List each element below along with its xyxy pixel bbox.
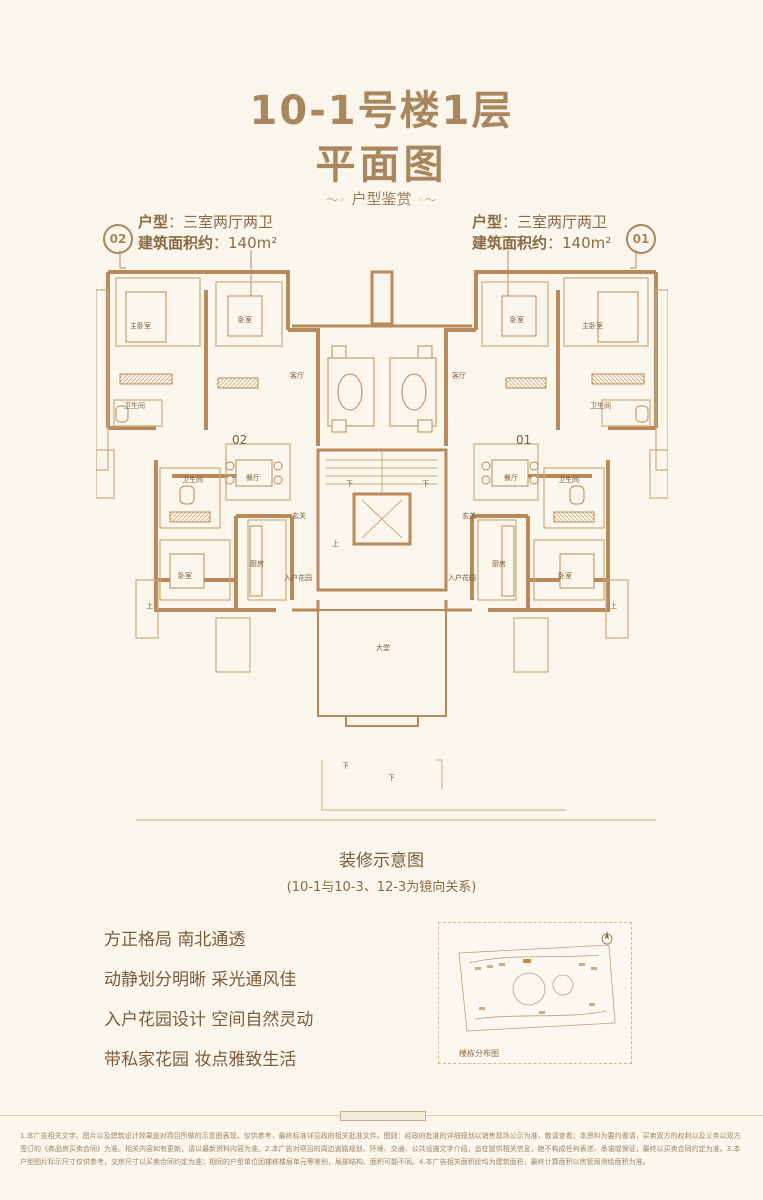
unit-type-label: 户型	[138, 213, 169, 231]
unit-info-left: 户型：三室两厅两卫 建筑面积约：140m²	[138, 212, 277, 254]
stair-down-label-2: 下	[346, 480, 353, 488]
room-dining-right: 餐厅	[504, 473, 518, 482]
page-title-line1: 10-1号楼1层	[249, 88, 514, 134]
subtitle: 〜◦ 户型鉴赏 ◦〜	[0, 188, 763, 209]
room-living-right: 客厅	[452, 371, 466, 380]
unit-info-right: 户型：三室两厅两卫 建筑面积约：140m²	[472, 212, 611, 254]
unit-area-value: ：140m²	[213, 234, 278, 252]
garden-up-left: 上	[146, 601, 153, 610]
site-map-drawing	[458, 944, 616, 1032]
floor-plan: 主卧室 卧室 客厅 卫生间 卫生间 餐厅 厨房 卧室 玄关 入户花园 主卧室 卧…	[96, 250, 668, 821]
room-master-bedroom-left: 主卧室	[130, 321, 151, 330]
unit-area-value: ：140m²	[547, 234, 612, 252]
feature-item: 动静划分明晰 采光通风佳	[104, 970, 297, 990]
unit-number-right: 01	[516, 433, 531, 447]
room-lobby: 大堂	[376, 643, 390, 652]
room-bedroom-left-2: 卧室	[178, 571, 192, 580]
lobby-walls	[317, 609, 447, 727]
north-arrow-icon	[601, 931, 613, 945]
plan-caption-note: (10-1与10-3、12-3为镜向关系)	[286, 880, 477, 895]
room-foyer-left: 玄关	[292, 511, 306, 520]
feature-item: 入户花园设计 空间自然灵动	[104, 1010, 314, 1030]
page-title-line2: 平面图	[315, 142, 448, 188]
room-bathroom-right-1: 卫生间	[590, 401, 611, 410]
room-bathroom-left-1: 卫生间	[124, 401, 145, 410]
feature-list: 方正格局 南北通透 动静划分明晰 采光通风佳 入户花园设计 空间自然灵动 带私家…	[104, 928, 313, 1088]
unit-type-label: 户型	[472, 213, 503, 231]
feature-item: 带私家花园 妆点雅致生活	[104, 1050, 297, 1070]
room-kitchen-right: 厨房	[492, 559, 506, 568]
unit-area-label: 建筑面积约	[138, 234, 214, 252]
footer-divider-ornament	[340, 1111, 426, 1121]
room-master-bedroom-right: 主卧室	[582, 321, 603, 330]
room-foyer-right: 玄关	[462, 511, 476, 520]
ramp-down-right: 下	[388, 774, 395, 782]
stair-down-label-1: 下	[422, 480, 429, 488]
furniture	[115, 291, 375, 597]
room-kitchen-left: 厨房	[250, 559, 264, 568]
room-entry-garden-right: 入户花园	[448, 573, 476, 582]
feature-item: 方正格局 南北通透	[104, 930, 246, 950]
room-bedroom-left: 卧室	[238, 315, 252, 324]
ornament-right-icon: ◦〜	[417, 193, 437, 207]
unit-type-value: ：三室两厅两卫	[502, 213, 608, 231]
unit-badge-left: 02	[103, 224, 133, 254]
room-entry-garden-left: 入户花园	[284, 573, 312, 582]
room-living-left: 客厅	[290, 371, 304, 380]
interior-lines	[113, 277, 291, 601]
room-dining-left: 餐厅	[246, 473, 260, 482]
stair-up-label: 上	[332, 539, 339, 548]
unit-number-left: 02	[232, 433, 247, 447]
unit-area-label: 建筑面积约	[472, 234, 548, 252]
room-bedroom-right-2: 卧室	[558, 571, 572, 580]
site-map-label: 楼栋分布图	[459, 1049, 499, 1058]
ornament-left-icon: 〜◦	[326, 193, 346, 207]
subtitle-text: 户型鉴赏	[351, 190, 412, 208]
room-bathroom-left-2: 卫生间	[182, 475, 203, 484]
garden-up-right: 上	[610, 601, 617, 610]
room-bathroom-right-2: 卫生间	[558, 475, 579, 484]
ramp-down-left: 下	[342, 762, 349, 770]
stairs	[326, 450, 438, 539]
legal-disclaimer: 1.本广告相关文字、图片以及建筑设计效果是对项目所做的示意图表现，仅供参考，最终…	[20, 1132, 741, 1166]
unit-type-value: ：三室两厅两卫	[168, 213, 274, 231]
room-bedroom-right: 卧室	[510, 315, 524, 324]
unit-02-plan	[96, 270, 375, 673]
building-site-map: 楼栋分布图	[438, 922, 632, 1064]
unit-badge-right: 01	[626, 224, 656, 254]
plan-caption: 装修示意图	[339, 851, 424, 871]
